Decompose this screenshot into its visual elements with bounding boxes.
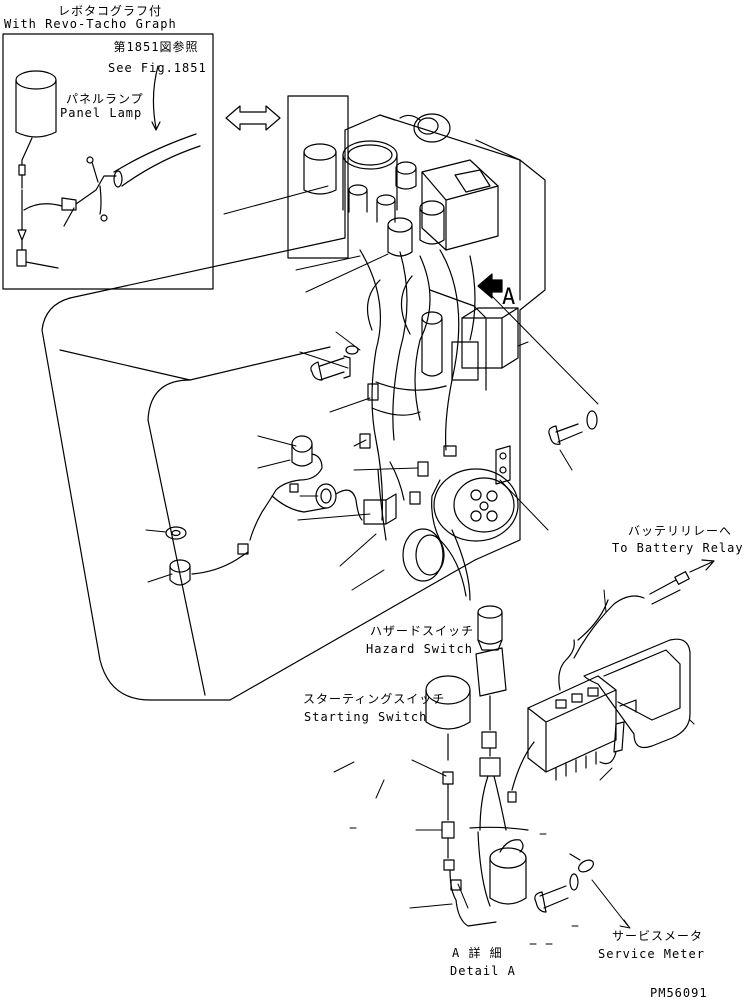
reference-frame — [287, 95, 349, 259]
detail-a-label-en: Detail A — [450, 964, 516, 978]
service-meter-label-jp: サービスメータ — [612, 929, 704, 943]
service-meter-label-en: Service Meter — [598, 947, 705, 961]
battery-relay-label-en: To Battery Relay — [612, 541, 744, 555]
detail-a — [425, 559, 715, 927]
arrow-a-icon — [477, 273, 503, 299]
right-bolt — [548, 410, 598, 445]
see-fig-label-jp: 第1851図参照 — [113, 40, 199, 54]
leader-lines — [145, 185, 695, 945]
hazard-switch-label-jp: ハザードスイッチ — [370, 624, 475, 638]
dashboard-panel — [41, 114, 546, 701]
view-a-label: A — [502, 285, 516, 310]
double-arrow-icon — [225, 105, 281, 131]
battery-relay-label-jp: バッテリリレーへ — [628, 524, 733, 538]
starting-switch-label-en: Starting Switch — [304, 710, 428, 724]
revo-label-jp: レボタコグラフ付 — [57, 4, 162, 18]
detail-a-label-jp: A 詳 細 — [452, 946, 503, 960]
hazard-switch-label-en: Hazard Switch — [366, 642, 473, 656]
left-components — [165, 345, 359, 586]
drawing-code: PM56091 — [650, 986, 708, 1000]
panel-lamp-label-en: Panel Lamp — [60, 106, 143, 120]
revo-label-en: With Revo-Tacho Graph — [4, 17, 177, 31]
see-fig-label-en: See Fig.1851 — [108, 61, 207, 75]
starting-switch-label-jp: スターティングスイッチ — [303, 692, 446, 706]
panel-lamp-label-jp: パネルランプ — [66, 92, 144, 106]
panel-components — [303, 113, 519, 601]
revo-tacho-inset — [2, 33, 214, 290]
